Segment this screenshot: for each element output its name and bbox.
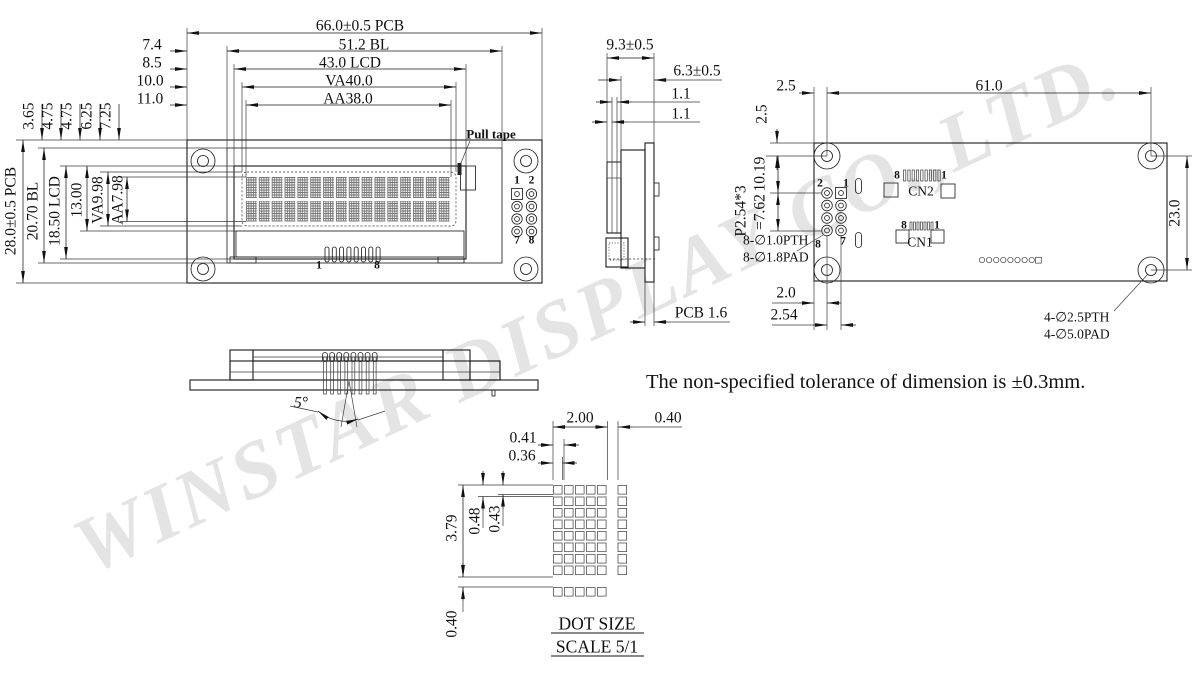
cn1-connector xyxy=(895,221,945,244)
lcd-character-matrix xyxy=(246,177,452,222)
dim-side-front-label: 6.3±0.5 xyxy=(673,62,721,80)
dot-size-detail xyxy=(458,421,682,657)
pull-tape-label: Pull tape xyxy=(466,126,516,142)
dot-height-label: 3.79 xyxy=(443,514,461,542)
dim-pcb-height-label: 28.0±0.5 PCB xyxy=(2,166,20,256)
tolerance-note: The non-specified tolerance of dimension… xyxy=(646,370,1086,393)
rear-pin1-label: 1 xyxy=(843,177,849,190)
bottom-view xyxy=(189,349,539,428)
pth8-label: 8-∅1.0PTH xyxy=(743,232,809,248)
dim-v5-label: 7.25 xyxy=(97,102,115,130)
rear-view xyxy=(766,87,1192,330)
dim-rear-20-label: 2.0 xyxy=(776,284,796,302)
pad4-label: 4-∅5.0PAD xyxy=(1044,326,1110,342)
dot-h-label: 0.43 xyxy=(486,505,504,533)
front-pin1-label: 1 xyxy=(514,174,520,187)
pad8-label: 8-∅1.8PAD xyxy=(743,249,809,265)
rear-pad-row xyxy=(978,256,1042,264)
dim-pcb-thickness-label: PCB 1.6 xyxy=(674,304,728,322)
dim-rear-23-label: 23.0 xyxy=(1166,199,1184,227)
dim-13-label: 13.00 xyxy=(68,182,86,218)
front-pin-grid xyxy=(511,188,538,238)
dot-pitch-h-label: 0.41 xyxy=(509,429,537,447)
pull-tape-tab xyxy=(457,163,462,175)
front-conn-pin1-label: 1 xyxy=(316,259,322,272)
dim-pcb-width-label: 66.0±0.5 PCB xyxy=(315,17,405,35)
dim-va-offset-label: 10.0 xyxy=(136,72,164,90)
dim-rear-1019-label: 10.19 xyxy=(751,156,769,192)
rear-pin7-label: 7 xyxy=(840,235,846,248)
front-pin7-label: 7 xyxy=(514,234,520,247)
dim-rear-25v-label: 2.5 xyxy=(753,104,771,124)
cn2-connector xyxy=(883,169,956,199)
dim-aa-offset-label: 11.0 xyxy=(136,90,164,108)
dim-va-height-label: VA9.98 xyxy=(89,176,107,224)
dim-aa-height-label: AA7.98 xyxy=(109,175,127,225)
pth4-label: 4-∅2.5PTH xyxy=(1044,309,1110,325)
front-pin2-label: 2 xyxy=(528,174,535,187)
rear-pin2-label: 2 xyxy=(817,177,823,190)
dot-size-scale: SCALE 5/1 xyxy=(555,636,639,657)
dot-w-label: 0.36 xyxy=(508,447,536,465)
bottom-pins xyxy=(322,352,378,395)
dim-bl-width-label: 51.2 BL xyxy=(338,36,390,54)
dim-rear-61-label: 61.0 xyxy=(975,77,1003,95)
cn1-pin1-label: 1 xyxy=(934,219,940,232)
dim-side-t2-label: 1.1 xyxy=(671,105,691,123)
dim-v2-label: 4.75 xyxy=(39,102,57,130)
dim-lcd-offset-label: 8.5 xyxy=(142,54,162,72)
cn2-pin1-label: 1 xyxy=(941,169,947,182)
dim-bl-height-label: 20.70 BL xyxy=(24,181,42,241)
dot-pitch-v-label: 0.48 xyxy=(466,507,484,535)
dim-rear-762-label: =7.62 xyxy=(751,194,769,230)
lcd-hatched-area xyxy=(235,230,465,258)
dot-vgap-label: 0.40 xyxy=(443,610,461,638)
dim-rear-254-label: 2.54 xyxy=(770,306,798,324)
front-view xyxy=(16,28,543,284)
dot-size-title: DOT SIZE xyxy=(558,613,636,634)
dim-v1-label: 3.65 xyxy=(20,102,38,130)
dim-v3-label: 4.75 xyxy=(58,102,76,130)
dim-side-t1-label: 1.1 xyxy=(671,85,691,103)
dot-gap-label: 0.40 xyxy=(654,409,682,427)
dim-aa-width-label: AA38.0 xyxy=(323,90,373,108)
cn2-pin8-label: 8 xyxy=(894,169,900,182)
dim-rear-p254-label: P2.54*3 xyxy=(732,185,750,237)
dim-bl-offset-label: 7.4 xyxy=(142,36,162,54)
cn1-label: CN1 xyxy=(907,234,933,250)
dim-side-total-label: 9.3±0.5 xyxy=(606,36,654,54)
cn1-pin8-label: 8 xyxy=(901,219,907,232)
front-conn-pin8-label: 8 xyxy=(374,259,380,272)
dim-lcd-width-label: 43.0 LCD xyxy=(319,54,381,72)
front-connector-pins xyxy=(324,246,381,263)
dot-matrix-extra-column xyxy=(617,485,627,575)
rear-pin-grid xyxy=(821,187,847,237)
dot-matrix-5x8 xyxy=(553,485,608,577)
dot-width-label: 2.00 xyxy=(566,409,594,427)
dim-rear-25h-label: 2.5 xyxy=(776,77,796,95)
pin-angle-label: 5° xyxy=(294,394,308,412)
dot-matrix-cursor-row xyxy=(553,587,607,597)
front-pin8-label: 8 xyxy=(528,234,535,247)
pull-tape xyxy=(460,165,476,191)
dim-v4-label: 6.25 xyxy=(78,102,96,130)
dim-lcd-height-label: 18.50 LCD xyxy=(46,176,64,246)
dim-va-width-label: VA40.0 xyxy=(325,72,373,90)
side-view xyxy=(592,53,730,326)
cn2-label: CN2 xyxy=(908,183,934,199)
rear-pin8-label: 8 xyxy=(815,238,821,251)
